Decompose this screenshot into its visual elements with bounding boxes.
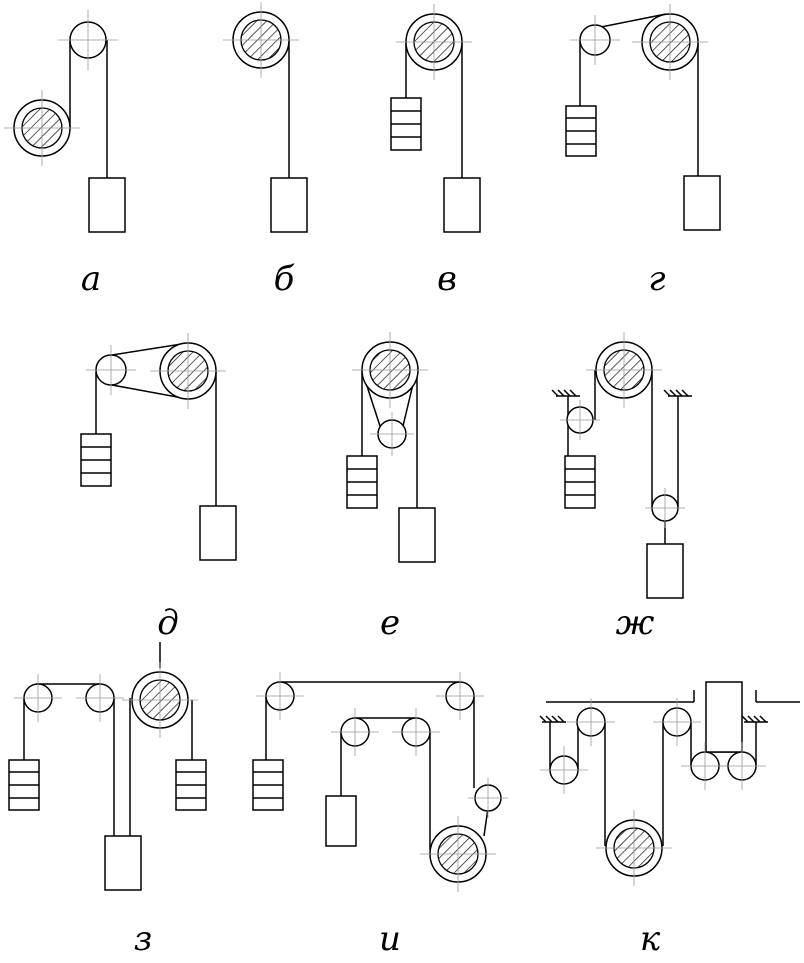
scheme-k <box>539 681 800 886</box>
load <box>705 681 743 753</box>
scheme-i <box>252 672 508 892</box>
load <box>88 177 126 233</box>
counterweight <box>80 433 112 487</box>
load <box>270 177 308 233</box>
load <box>443 177 481 233</box>
label-k: к <box>639 919 661 959</box>
counterweight <box>390 97 422 151</box>
label-b: б <box>273 259 295 299</box>
scheme-zh <box>551 332 692 599</box>
scheme-v <box>390 4 481 233</box>
scheme-z <box>8 642 207 891</box>
label-e: е <box>379 603 401 643</box>
load <box>683 175 721 231</box>
label-d: д <box>157 603 179 643</box>
label-v: в <box>437 259 457 299</box>
load <box>325 795 357 847</box>
label-i: и <box>379 919 401 959</box>
label-zh: ж <box>615 603 655 643</box>
label-g: г <box>648 259 666 299</box>
counterweight <box>565 105 597 157</box>
scheme-a <box>4 10 126 233</box>
counterweight <box>252 759 284 811</box>
scheme-e <box>346 332 436 563</box>
counterweight <box>564 455 596 509</box>
load <box>646 543 684 599</box>
scheme-d <box>80 333 237 561</box>
scheme-g <box>565 4 721 231</box>
scheme-b <box>223 2 308 233</box>
load <box>199 505 237 561</box>
counterweight <box>346 455 378 509</box>
load <box>104 835 142 891</box>
label-a: а <box>80 259 102 299</box>
counterweight <box>8 759 40 811</box>
load <box>398 507 436 563</box>
label-z: з <box>133 919 153 959</box>
counterweight <box>175 759 207 811</box>
